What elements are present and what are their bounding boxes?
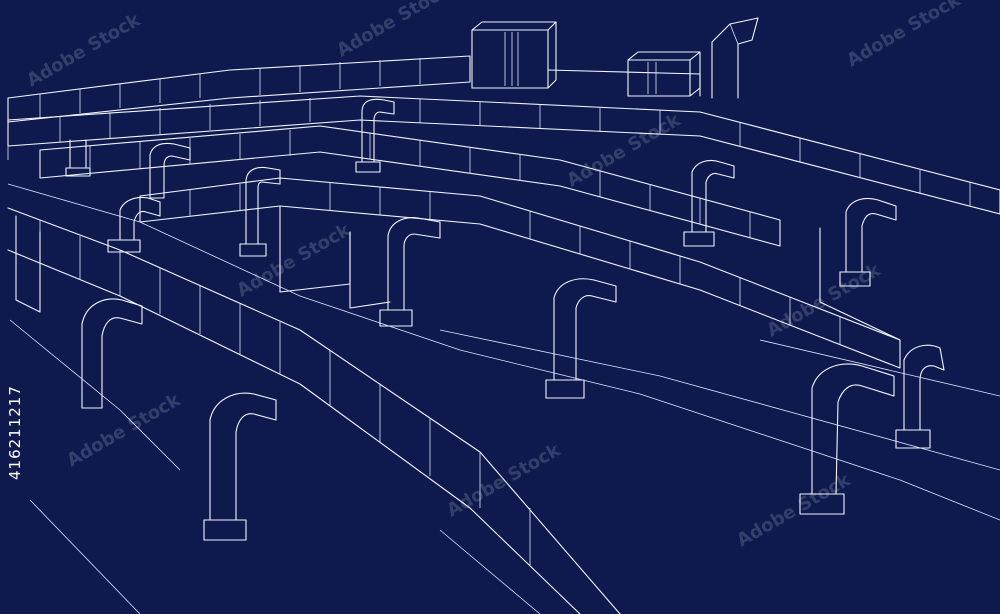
main-duct-3: [139, 177, 901, 369]
suspended-ceiling-lines: [7, 183, 1000, 614]
front-main-duct: [7, 207, 621, 614]
main-duct-2: [39, 125, 781, 247]
stock-id: 416211217: [6, 385, 24, 480]
vertical-column-boxes: [15, 205, 901, 341]
exhaust-stack: [711, 17, 759, 99]
rooftop-unit-left: [471, 21, 557, 89]
back-main-duct: [7, 55, 701, 123]
branch-drops: [65, 98, 945, 541]
main-duct-1: [7, 95, 1000, 215]
